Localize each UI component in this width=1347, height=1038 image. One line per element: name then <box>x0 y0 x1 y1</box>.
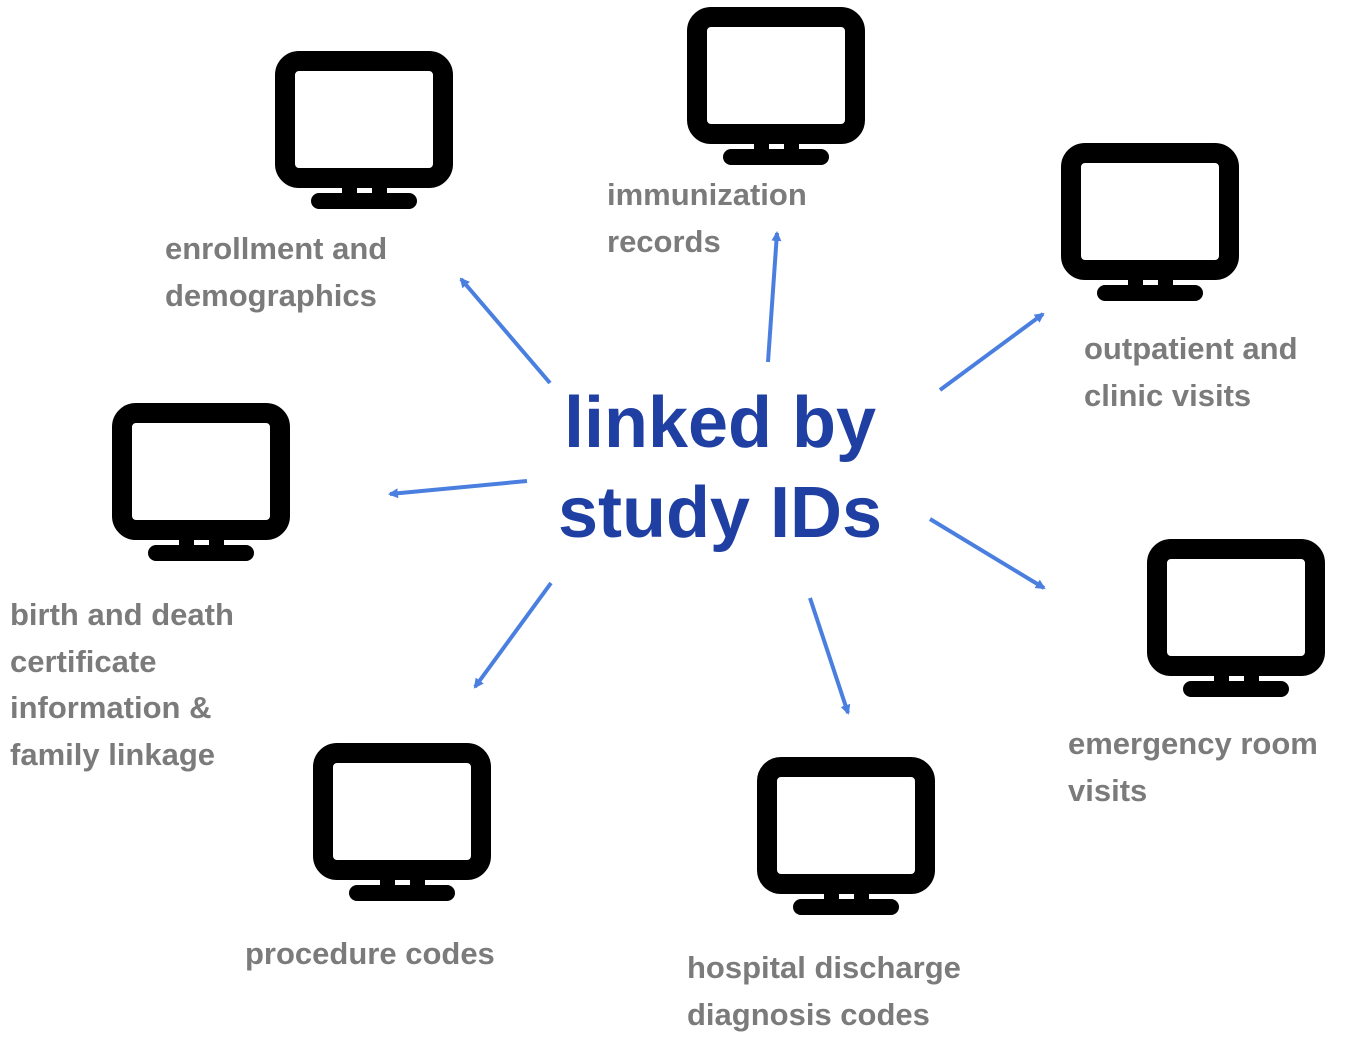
label-line: procedure codes <box>245 931 495 978</box>
label-line: immunization <box>607 172 807 219</box>
label-immunization: immunization records <box>607 172 807 265</box>
label-emergency: emergency room visits <box>1068 721 1318 814</box>
arrow-to-emergency <box>930 519 1044 588</box>
monitor-icon <box>274 50 454 210</box>
label-line: records <box>607 219 807 266</box>
arrow-to-procedure <box>475 583 551 687</box>
label-line: hospital discharge <box>687 945 961 992</box>
label-line: information & <box>10 685 234 732</box>
arrow-to-birth-death <box>390 481 527 494</box>
label-procedure: procedure codes <box>245 931 495 978</box>
label-line: demographics <box>165 273 387 320</box>
center-label: linked by study IDs <box>535 378 905 558</box>
label-line: diagnosis codes <box>687 992 961 1038</box>
monitor-icon <box>111 402 291 562</box>
label-enrollment: enrollment and demographics <box>165 226 387 319</box>
label-line: enrollment and <box>165 226 387 273</box>
monitor-icon <box>756 756 936 916</box>
monitor-icon <box>1146 538 1326 698</box>
label-line: emergency room <box>1068 721 1318 768</box>
monitor-icon <box>686 6 866 166</box>
center-label-line2: study IDs <box>535 468 905 558</box>
label-line: visits <box>1068 768 1318 815</box>
label-line: certificate <box>10 639 234 686</box>
label-line: birth and death <box>10 592 234 639</box>
arrow-to-hospital <box>810 598 848 713</box>
arrow-to-outpatient <box>940 314 1043 390</box>
label-line: clinic visits <box>1084 373 1298 420</box>
label-hospital: hospital discharge diagnosis codes <box>687 945 961 1038</box>
label-line: outpatient and <box>1084 326 1298 373</box>
monitor-icon <box>312 742 492 902</box>
arrow-to-enrollment <box>461 279 550 383</box>
label-outpatient: outpatient and clinic visits <box>1084 326 1298 419</box>
center-label-line1: linked by <box>535 378 905 468</box>
monitor-icon <box>1060 142 1240 302</box>
label-line: family linkage <box>10 732 234 779</box>
label-birth-death: birth and death certificate information … <box>10 592 234 778</box>
